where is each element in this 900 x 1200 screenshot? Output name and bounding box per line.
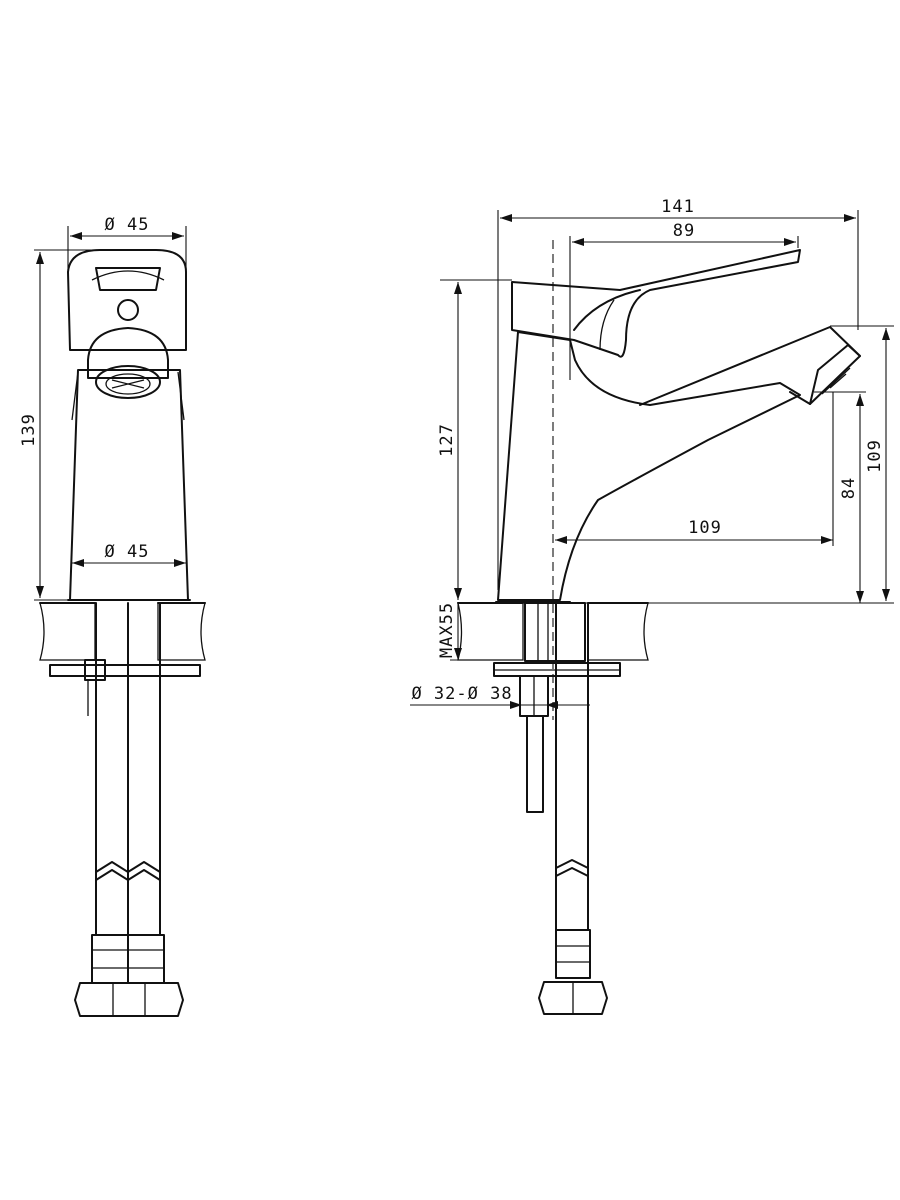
dimension-side-max-thickness: MAX55 <box>437 602 470 661</box>
dimension-side-spout-height: 84 <box>814 391 866 603</box>
dimension-side-total-length: 141 <box>497 197 859 590</box>
dim-side-hole-diameter-label: Ø 32-Ø 38 <box>411 684 512 704</box>
side-supply-hose <box>538 602 608 1015</box>
dim-side-total-length-label: 141 <box>661 197 695 217</box>
dimension-side-spout-reach: 109 <box>555 392 834 546</box>
dim-side-spout-reach-label: 109 <box>688 518 722 538</box>
side-view: 141 89 127 MAX55 <box>410 197 894 1015</box>
dim-front-base-diameter-label: Ø 45 <box>105 542 150 562</box>
side-faucet-body <box>495 249 861 603</box>
front-view: 139 Ø 45 Ø 45 <box>19 215 206 1017</box>
dim-side-max-thickness-label: MAX55 <box>437 602 457 658</box>
dim-side-spout-top-height-label: 109 <box>865 439 885 473</box>
dim-front-height-label: 139 <box>19 413 39 447</box>
dimension-side-hole-diameter: Ø 32-Ø 38 <box>410 684 590 709</box>
dim-side-lever-length-label: 89 <box>673 221 695 241</box>
dimension-front-height: 139 <box>19 249 100 601</box>
dim-side-body-height-label: 127 <box>437 423 457 457</box>
dim-front-top-diameter-label: Ø 45 <box>105 215 150 235</box>
front-countertop <box>39 602 206 661</box>
dimension-front-base-diameter: Ø 45 <box>72 542 186 567</box>
dimension-side-lever-length: 89 <box>569 221 799 380</box>
front-faucet-body <box>67 249 191 601</box>
front-supply-hoses <box>74 602 184 1017</box>
dimension-side-spout-top-height: 109 <box>560 325 894 604</box>
front-mounting-hardware <box>49 659 201 716</box>
dimension-side-body-height: 127 <box>437 279 512 600</box>
dim-side-spout-height-label: 84 <box>839 477 859 499</box>
dimension-front-top-diameter: Ø 45 <box>67 215 187 270</box>
